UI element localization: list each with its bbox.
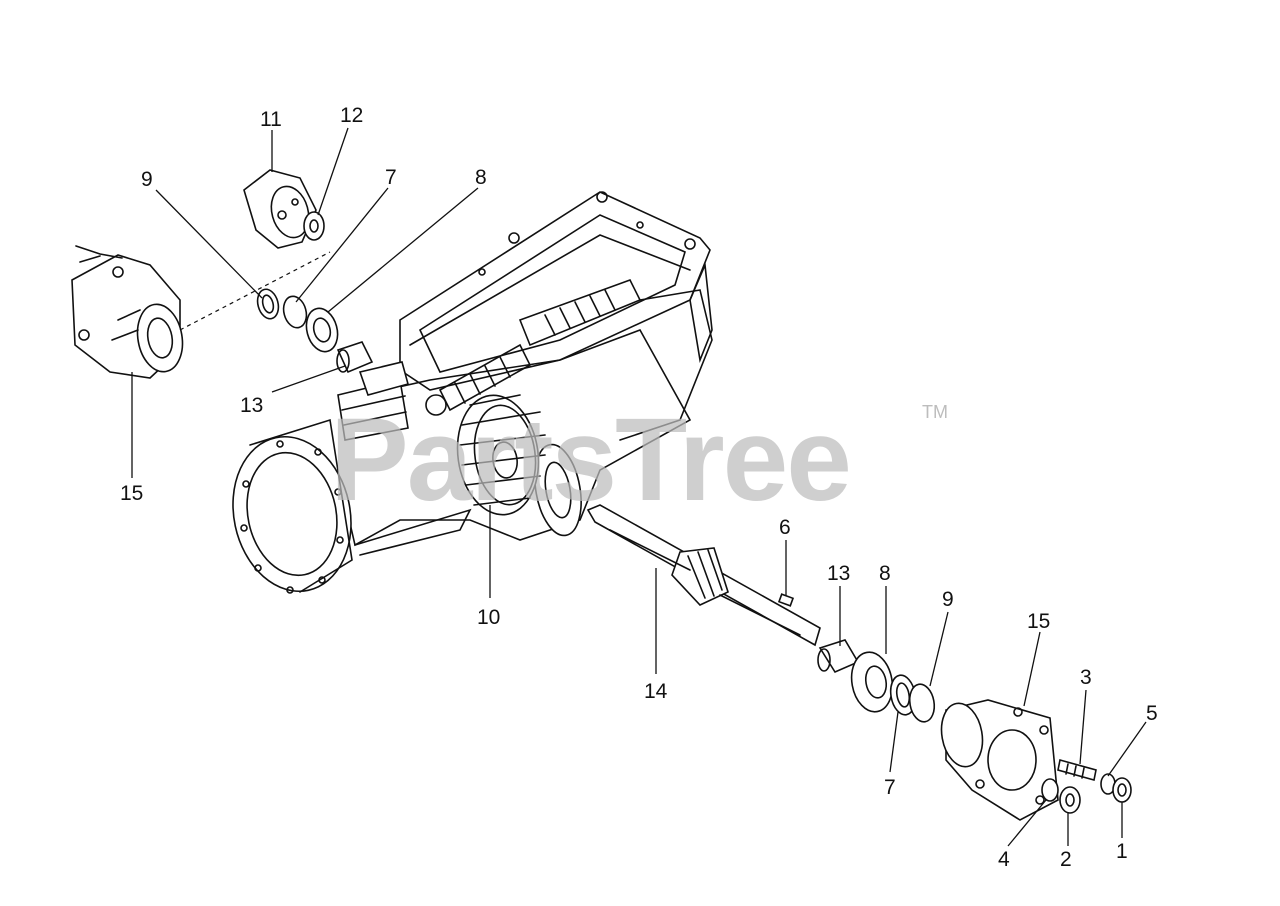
callout-11: 11 [260,108,282,131]
callout-14: 14 [644,680,668,703]
callout-6: 6 [779,516,791,539]
callout-1: 1 [1116,840,1128,863]
nut-part-1 [1112,777,1132,803]
watermark: PartsTree TM [330,394,948,526]
cone-part-11 [243,169,317,249]
gear-part-10 [456,394,546,516]
washer-part-4 [1041,778,1059,802]
cover-housing-part-15-left [71,245,184,379]
callout-10: 10 [477,606,500,629]
transmission-housing [232,191,713,594]
watermark-text: PartsTree [330,394,850,526]
callout-3: 3 [1080,666,1092,689]
callout-5: 5 [1146,702,1158,725]
callout-7-upper: 7 [385,166,397,189]
shaft-part-14 [586,504,821,647]
callout-12: 12 [340,104,363,127]
stud-part-3 [1057,758,1097,782]
callout-8-lower: 8 [879,562,891,585]
callout-4: 4 [998,848,1010,871]
ring-part-12 [303,211,325,241]
callout-8-upper: 8 [475,166,487,189]
callout-9-lower: 9 [942,588,954,611]
ring-part-9-lower [908,683,936,723]
callout-15-left: 15 [120,482,143,505]
callout-labels: 11 12 9 7 8 13 15 10 14 6 13 8 9 15 7 3 … [120,104,1158,871]
nut-part-2 [1059,786,1081,814]
bearing-part-8-upper [305,307,339,353]
leader-lines [131,127,1147,847]
callout-13-lower: 13 [827,562,850,585]
callout-13-upper: 13 [240,394,263,417]
watermark-trademark: TM [922,402,948,422]
ring-part-7-upper [282,295,308,329]
roller-bearing-part-13-lower [817,639,860,674]
bearing-part-8-lower [850,651,894,713]
cover-housing-part-15-right [940,699,1059,821]
callout-15-right: 15 [1027,610,1050,633]
ring-part-9-upper [256,288,280,320]
callout-9-upper: 9 [141,168,153,191]
roller-bearing-part-13-upper [336,341,374,374]
callout-2: 2 [1060,848,1072,871]
callout-7-lower: 7 [884,776,896,799]
